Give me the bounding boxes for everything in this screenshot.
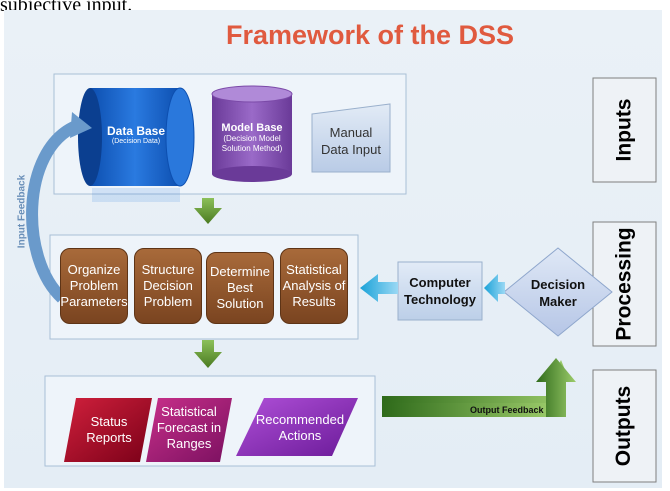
inputs-side-label: Inputs: [612, 98, 636, 162]
database-text: Data Base (Decision Data): [96, 124, 176, 145]
modelbase-label: Model Base: [221, 122, 283, 134]
diagram-title: Framework of the DSS: [225, 20, 515, 50]
computer-technology-label: Computer Technology: [404, 275, 476, 307]
output-feedback-bar: [382, 403, 554, 417]
outputs-side-label-wrap: Outputs: [593, 370, 656, 482]
process-step-statistical: Statistical Analysis of Results: [280, 248, 348, 324]
manual-input-label: Manual Data Input: [321, 125, 381, 157]
down-arrow-processing-to-outputs: [194, 340, 222, 368]
manual-input-shape: [311, 103, 391, 173]
recommended-actions-shape: [236, 398, 358, 456]
output-feedback-label: Output Feedback: [470, 405, 544, 415]
inputs-side-label-wrap: Inputs: [593, 78, 656, 182]
arrow-decisionmaker-to-computer: [484, 274, 505, 302]
processing-side-label: Processing: [612, 227, 636, 341]
arrow-computer-to-processing: [360, 274, 398, 302]
database-label: Data Base: [106, 124, 166, 138]
outputs-side-label: Outputs: [612, 385, 636, 467]
input-feedback-label: Input Feedback: [16, 174, 28, 249]
process-step-label: Organize Problem Parameters: [60, 262, 128, 309]
input-feedback-arrowhead: [70, 112, 92, 138]
modelbase-sublabel: (Decision Model Solution Method): [221, 134, 283, 153]
modelbase-text: Model Base (Decision Model Solution Meth…: [214, 122, 290, 154]
output-status-reports: Status Reports: [86, 414, 132, 445]
status-reports-shape: [64, 398, 152, 462]
process-step-label: Determine Best Solution: [210, 264, 270, 311]
output-forecast: Statistical Forecast in Ranges: [156, 404, 222, 451]
database-sublabel: (Decision Data): [111, 138, 161, 145]
outputs-side-box: [592, 369, 657, 483]
process-step-determine: Determine Best Solution: [206, 252, 274, 324]
process-step-organize: Organize Problem Parameters: [60, 248, 128, 324]
decision-maker-diamond: [503, 247, 613, 337]
inputs-side-box: [592, 77, 657, 183]
process-step-structure: Structure Decision Problem: [134, 248, 202, 324]
input-feedback-arrow: [26, 120, 79, 303]
process-step-label: Statistical Analysis of Results: [282, 262, 346, 309]
down-arrow-inputs-to-processing: [194, 198, 222, 224]
modelbase-cylinder: [211, 85, 293, 182]
decision-maker-label: Decision Maker: [530, 277, 586, 309]
output-feedback-arrowhead: [536, 358, 576, 417]
output-recommended-actions: Recommended Actions: [255, 412, 345, 443]
forecast-shape: [146, 398, 232, 462]
process-step-label: Structure Decision Problem: [141, 262, 195, 309]
processing-side-label-wrap: Processing: [593, 222, 656, 346]
database-cylinder: [78, 87, 195, 202]
